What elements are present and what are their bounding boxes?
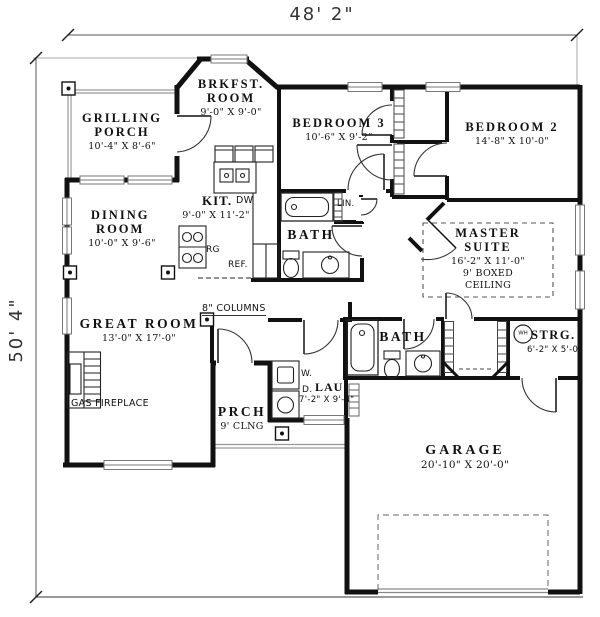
dimension-width-label: 48' 2" (289, 4, 355, 25)
bath-hall-fixtures (346, 319, 441, 380)
door-swings (176, 104, 557, 413)
dining-room-size: 10'-0" X 9'-6" (88, 237, 156, 249)
bath-main-name: BATH (287, 227, 335, 242)
kitchen-size: 9'-0" X 11'-2" (182, 210, 250, 221)
storage-name: STRG. (531, 328, 576, 342)
dryer-label: D. (302, 385, 313, 395)
garage-name: GARAGE (425, 443, 505, 458)
kitchen-name: KIT. (202, 193, 233, 208)
range-label: RG (206, 245, 220, 255)
master-suite-size: 16'-2" X 11'-0" (451, 255, 525, 267)
fireplace (66, 351, 102, 409)
gas-fireplace-label: GAS FIREPLACE (71, 398, 149, 409)
refrigerator-label: REF. (228, 260, 248, 270)
bath-main-fixtures (280, 192, 350, 279)
kitchen-fixtures (178, 145, 280, 279)
great-room-name: GREAT ROOM (79, 316, 199, 331)
closet-shelving (333, 89, 510, 417)
columns-symbols (61, 81, 290, 441)
great-room-size: 13'-0" X 17'-0" (102, 332, 176, 344)
washer-label: W. (301, 369, 313, 379)
master-suite-name: MASTER SUITE (455, 226, 521, 254)
bedroom2-size: 14'-8" X 10'-0" (475, 135, 549, 147)
porch-edges (67, 89, 347, 449)
bedroom2-name: BEDROOM 2 (465, 120, 559, 134)
laundry-name: LAU. (315, 380, 348, 394)
bedroom3-name: BEDROOM 3 (292, 116, 386, 130)
grilling-porch-size: 10'-4" X 8'-6" (88, 140, 156, 152)
room-label-bath-hall: BATH (379, 329, 427, 345)
dimension-lines (29, 28, 584, 604)
room-label-master-suite: MASTER SUITE 16'-2" X 11'-0" 9' BOXED CE… (442, 226, 534, 292)
storage-size: 6'-2" X 5'-0" (527, 345, 583, 355)
room-label-grilling-porch: GRILLING PORCH 10'-4" X 8'-6" (78, 111, 166, 152)
room-label-garage: GARAGE 20'-10" X 20'-0" (421, 443, 509, 473)
windows (62, 54, 585, 470)
bedroom3-size: 10'-6" X 9'-2" (305, 131, 373, 143)
room-label-porch: PRCH 9' CLNG (217, 404, 267, 433)
garage-size: 20'-10" X 20'-0" (420, 459, 510, 472)
porch-ceiling: 9' CLNG (220, 420, 264, 432)
columns-label: 8" COLUMNS (202, 303, 266, 316)
room-label-bath-main: BATH (287, 227, 335, 243)
room-label-dining-room: DINING ROOM 10'-0" X 9'-6" (88, 208, 156, 249)
laundry-size: 7'-2" X 9'-4" (299, 395, 355, 405)
grilling-porch-name: GRILLING PORCH (82, 111, 162, 139)
kitchen-size-label: 9'-0" X 11'-2" (182, 209, 250, 222)
master-suite-ceiling: 9' BOXED CEILING (462, 268, 514, 292)
water-heater (513, 324, 533, 344)
boxed-ceiling-outline (422, 222, 554, 298)
porch-name: PRCH (217, 404, 267, 419)
room-label-bedroom3: BEDROOM 3 10'-6" X 9'-2" (292, 116, 386, 144)
room-label-brkfst-room: BRKFST. ROOM 9'-0" X 9'-0" (193, 77, 269, 118)
room-label-bedroom2: BEDROOM 2 14'-8" X 10'-0" (465, 120, 559, 148)
water-heater-label: WH (518, 330, 528, 337)
brkfst-room-size: 9'-0" X 9'-0" (200, 106, 262, 118)
linen-label: LIN. (337, 199, 355, 209)
dining-room-name: DINING ROOM (90, 208, 150, 236)
room-label-great-room: GREAT ROOM 13'-0" X 17'-0" (79, 316, 199, 345)
dimension-height-label: 50' 4" (6, 297, 27, 363)
dishwasher-label: DW (236, 195, 254, 206)
door-openings (172, 101, 558, 382)
laundry-fixtures (271, 360, 300, 420)
bath-hall-name: BATH (379, 329, 427, 344)
brkfst-room-name: BRKFST. ROOM (197, 77, 265, 105)
garage-door (377, 514, 549, 594)
